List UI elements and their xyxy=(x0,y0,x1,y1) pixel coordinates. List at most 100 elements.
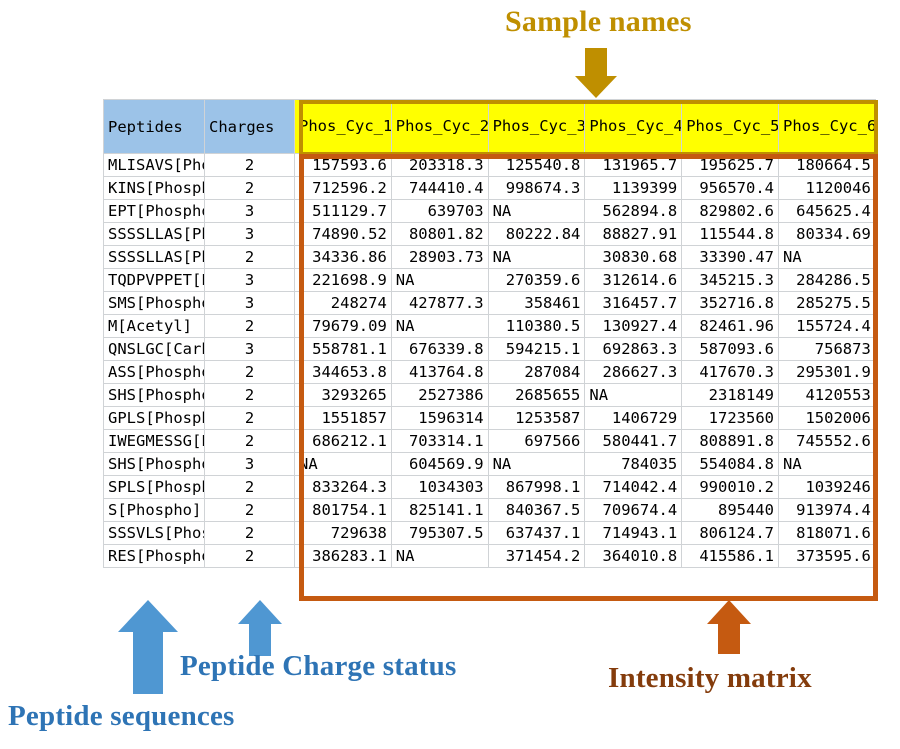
cell-intensity[interactable]: 316457.7 xyxy=(584,291,683,315)
cell-intensity[interactable]: 703314.1 xyxy=(390,429,489,453)
cell-intensity[interactable]: 155724.4 xyxy=(777,314,876,338)
cell-intensity[interactable]: 345215.3 xyxy=(681,268,779,292)
cell-intensity[interactable]: 729638 xyxy=(294,521,392,545)
cell-intensity[interactable]: 110380.5 xyxy=(487,314,586,338)
cell-intensity[interactable]: 594215.1 xyxy=(487,337,586,361)
cell-peptide[interactable]: SHS[Phospho] xyxy=(103,452,205,476)
cell-peptide[interactable]: KINS[Phospho] xyxy=(103,176,205,200)
cell-charge[interactable]: 2 xyxy=(204,429,295,453)
cell-intensity[interactable]: 125540.8 xyxy=(487,153,586,177)
cell-intensity[interactable]: 1551857 xyxy=(294,406,392,430)
cell-peptide[interactable]: M[Acetyl] xyxy=(103,314,205,338)
cell-charge[interactable]: 2 xyxy=(204,245,295,269)
cell-intensity[interactable]: 1034303 xyxy=(390,475,489,499)
cell-peptide[interactable]: MLISAVS[Phospho] xyxy=(103,153,205,177)
cell-intensity[interactable]: 998674.3 xyxy=(487,176,586,200)
cell-peptide[interactable]: SPLS[Phospho] xyxy=(103,475,205,499)
cell-intensity[interactable]: NA xyxy=(487,199,586,223)
cell-intensity[interactable]: 745552.6 xyxy=(777,429,876,453)
cell-charge[interactable]: 2 xyxy=(204,383,295,407)
column-header-phos-cyc-5[interactable]: Phos_Cyc_5 xyxy=(681,99,779,154)
cell-intensity[interactable]: NA xyxy=(584,383,683,407)
cell-charge[interactable]: 3 xyxy=(204,291,295,315)
cell-intensity[interactable]: NA xyxy=(390,544,489,568)
cell-intensity[interactable]: 1139399 xyxy=(584,176,683,200)
cell-charge[interactable]: 3 xyxy=(204,337,295,361)
cell-intensity[interactable]: 2527386 xyxy=(390,383,489,407)
cell-intensity[interactable]: 80222.84 xyxy=(487,222,586,246)
cell-intensity[interactable]: 3293265 xyxy=(294,383,392,407)
cell-intensity[interactable]: 1596314 xyxy=(390,406,489,430)
cell-intensity[interactable]: NA xyxy=(390,314,489,338)
cell-peptide[interactable]: EPT[Phospho] xyxy=(103,199,205,223)
cell-intensity[interactable]: 413764.8 xyxy=(390,360,489,384)
cell-intensity[interactable]: 417670.3 xyxy=(681,360,779,384)
cell-intensity[interactable]: 637437.1 xyxy=(487,521,586,545)
cell-intensity[interactable]: 80334.69 xyxy=(777,222,876,246)
cell-intensity[interactable]: 221698.9 xyxy=(294,268,392,292)
cell-intensity[interactable]: 79679.09 xyxy=(294,314,392,338)
cell-intensity[interactable]: 82461.96 xyxy=(681,314,779,338)
column-header-phos-cyc-6[interactable]: Phos_Cyc_6 xyxy=(777,99,876,154)
cell-intensity[interactable]: 1120046 xyxy=(777,176,876,200)
cell-intensity[interactable]: 352716.8 xyxy=(681,291,779,315)
cell-intensity[interactable]: 709674.4 xyxy=(584,498,683,522)
cell-charge[interactable]: 2 xyxy=(204,153,295,177)
cell-intensity[interactable]: 358461 xyxy=(487,291,586,315)
cell-intensity[interactable]: 692863.3 xyxy=(584,337,683,361)
cell-charge[interactable]: 3 xyxy=(204,199,295,223)
peptide-intensity-table[interactable]: Peptides Charges Phos_Cyc_1 Phos_Cyc_2 P… xyxy=(103,99,876,568)
cell-intensity[interactable]: 30830.68 xyxy=(584,245,683,269)
cell-intensity[interactable]: 990010.2 xyxy=(681,475,779,499)
cell-charge[interactable]: 2 xyxy=(204,498,295,522)
cell-peptide[interactable]: SSSSLLAS[Phospho] xyxy=(103,245,205,269)
cell-intensity[interactable]: 88827.91 xyxy=(584,222,683,246)
cell-intensity[interactable]: 645625.4 xyxy=(777,199,876,223)
cell-intensity[interactable]: 195625.7 xyxy=(681,153,779,177)
cell-charge[interactable]: 3 xyxy=(204,222,295,246)
cell-intensity[interactable]: 756873 xyxy=(777,337,876,361)
cell-intensity[interactable]: 180664.5 xyxy=(777,153,876,177)
cell-intensity[interactable]: 818071.6 xyxy=(777,521,876,545)
cell-intensity[interactable]: 895440 xyxy=(681,498,779,522)
cell-peptide[interactable]: SHS[Phospho] xyxy=(103,383,205,407)
cell-intensity[interactable]: 312614.6 xyxy=(584,268,683,292)
cell-intensity[interactable]: 795307.5 xyxy=(390,521,489,545)
cell-intensity[interactable]: 115544.8 xyxy=(681,222,779,246)
cell-peptide[interactable]: SMS[Phospho] xyxy=(103,291,205,315)
cell-charge[interactable]: 3 xyxy=(204,452,295,476)
cell-intensity[interactable]: 371454.2 xyxy=(487,544,586,568)
cell-intensity[interactable]: 714943.1 xyxy=(584,521,683,545)
column-header-phos-cyc-4[interactable]: Phos_Cyc_4 xyxy=(584,99,683,154)
cell-charge[interactable]: 2 xyxy=(204,360,295,384)
cell-intensity[interactable]: NA xyxy=(487,452,586,476)
cell-intensity[interactable]: 28903.73 xyxy=(390,245,489,269)
cell-intensity[interactable]: 676339.8 xyxy=(390,337,489,361)
cell-peptide[interactable]: GPLS[Phospho] xyxy=(103,406,205,430)
cell-intensity[interactable]: 639703 xyxy=(390,199,489,223)
cell-intensity[interactable]: NA xyxy=(777,452,876,476)
cell-peptide[interactable]: TQDPVPPET[Phospho] xyxy=(103,268,205,292)
cell-charge[interactable]: 2 xyxy=(204,314,295,338)
cell-intensity[interactable]: 33390.47 xyxy=(681,245,779,269)
cell-intensity[interactable]: 587093.6 xyxy=(681,337,779,361)
cell-intensity[interactable]: 295301.9 xyxy=(777,360,876,384)
cell-intensity[interactable]: 867998.1 xyxy=(487,475,586,499)
cell-intensity[interactable]: 1723560 xyxy=(681,406,779,430)
cell-intensity[interactable]: 130927.4 xyxy=(584,314,683,338)
cell-intensity[interactable]: 34336.86 xyxy=(294,245,392,269)
cell-intensity[interactable]: 248274 xyxy=(294,291,392,315)
cell-intensity[interactable]: 1406729 xyxy=(584,406,683,430)
column-header-phos-cyc-1[interactable]: Phos_Cyc_1 xyxy=(294,99,392,154)
column-header-charges[interactable]: Charges xyxy=(204,99,295,154)
cell-intensity[interactable]: 80801.82 xyxy=(390,222,489,246)
column-header-phos-cyc-3[interactable]: Phos_Cyc_3 xyxy=(487,99,586,154)
cell-peptide[interactable]: ASS[Phospho] xyxy=(103,360,205,384)
cell-intensity[interactable]: 808891.8 xyxy=(681,429,779,453)
cell-intensity[interactable]: 714042.4 xyxy=(584,475,683,499)
cell-intensity[interactable]: 511129.7 xyxy=(294,199,392,223)
cell-intensity[interactable]: 806124.7 xyxy=(681,521,779,545)
cell-intensity[interactable]: 270359.6 xyxy=(487,268,586,292)
cell-charge[interactable]: 2 xyxy=(204,406,295,430)
cell-intensity[interactable]: 287084 xyxy=(487,360,586,384)
